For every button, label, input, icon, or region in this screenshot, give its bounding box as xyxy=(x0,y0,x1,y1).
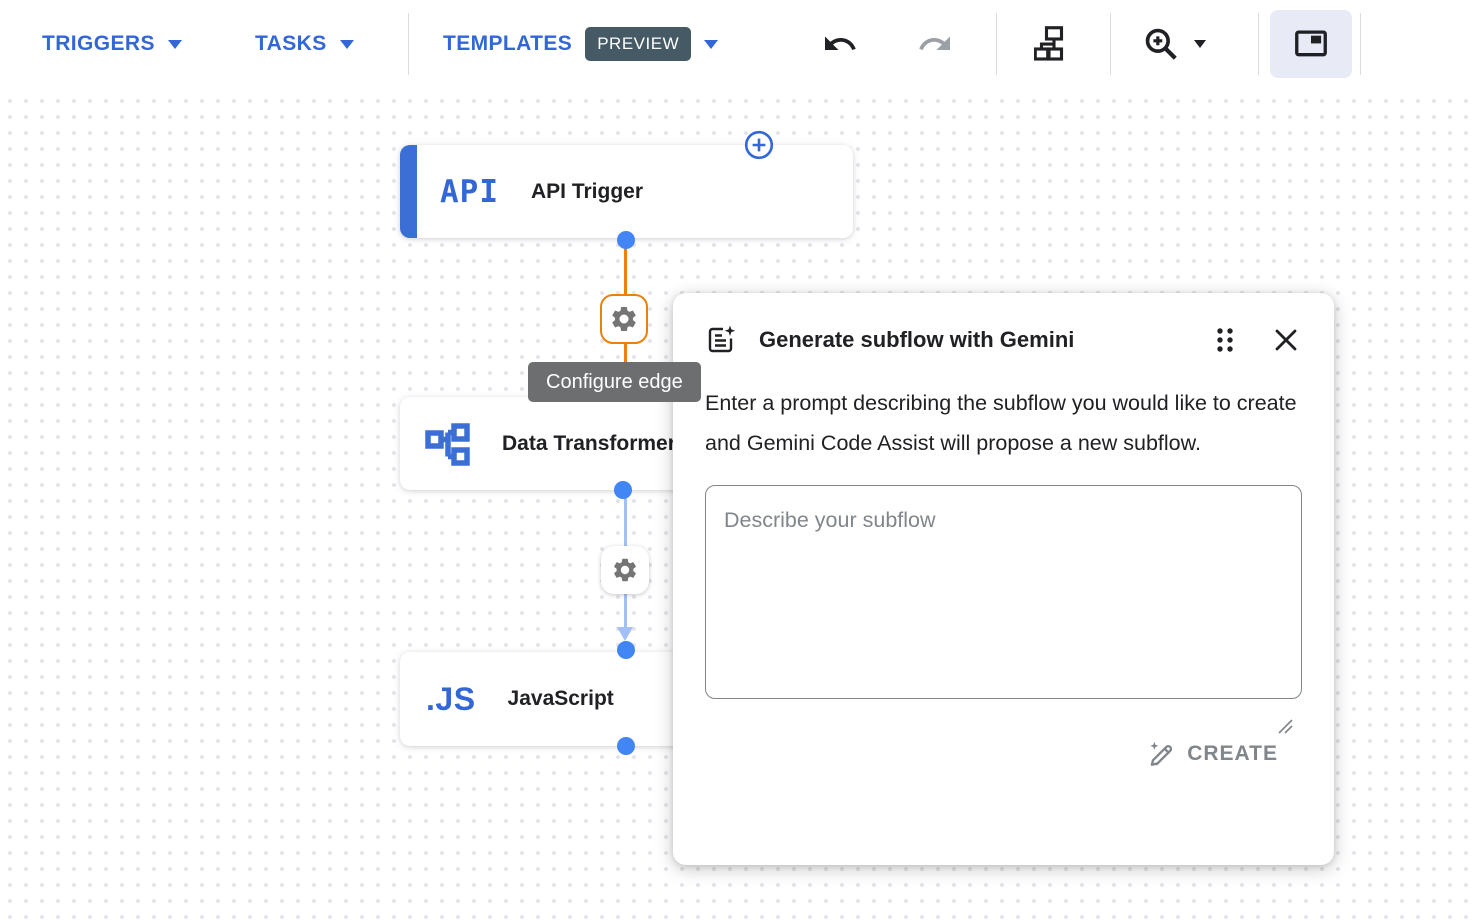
dialog-title: Generate subflow with Gemini xyxy=(759,327,1075,352)
chevron-down-icon xyxy=(1194,40,1206,48)
chevron-down-icon xyxy=(167,39,182,49)
undo-button[interactable] xyxy=(822,26,858,62)
toolbar-divider xyxy=(1110,13,1111,75)
editor-toolbar: TRIGGERS TASKS TEMPLATES PREVIEW xyxy=(0,0,1472,88)
api-trigger-icon: API xyxy=(440,173,499,210)
node-api-trigger[interactable]: API API Trigger xyxy=(400,145,853,238)
dialog-header: Generate subflow with Gemini xyxy=(705,323,1302,357)
zoom-menu-button[interactable] xyxy=(1142,25,1206,63)
redo-icon xyxy=(919,36,950,50)
add-circle-icon xyxy=(744,130,774,160)
configure-edge-button[interactable] xyxy=(601,546,649,594)
auto-layout-icon xyxy=(1034,26,1064,61)
data-transformer-icon xyxy=(425,422,470,466)
node-label: Data Transformer xyxy=(502,431,676,455)
node-label: JavaScript xyxy=(507,687,614,710)
edge-arrowhead-icon xyxy=(617,627,633,641)
triggers-menu-button[interactable]: TRIGGERS xyxy=(42,32,182,56)
auto-layout-button[interactable] xyxy=(1034,24,1074,64)
templates-label: TEMPLATES xyxy=(443,32,573,55)
gear-icon xyxy=(612,306,636,331)
add-node-button[interactable] xyxy=(744,130,774,160)
trigger-accent-bar xyxy=(400,145,417,238)
workflow-canvas[interactable]: API API Trigger Data Transformer .JS xyxy=(0,88,1472,920)
undo-icon xyxy=(825,36,856,50)
zoom-in-icon xyxy=(1145,28,1177,60)
configure-edge-tooltip: Configure edge xyxy=(528,362,701,402)
create-label: CREATE xyxy=(1187,742,1278,765)
drag-dots-icon xyxy=(1217,328,1233,352)
dialog-description: Enter a prompt describing the subflow yo… xyxy=(705,391,1297,455)
redo-button[interactable] xyxy=(917,26,953,62)
toolbar-divider xyxy=(408,13,409,75)
dialog-footer: CREATE xyxy=(705,740,1302,768)
generate-note-sparkle-icon xyxy=(708,325,736,353)
generate-subflow-dialog: Generate subflow with Gemini Enter a pro… xyxy=(673,293,1334,865)
templates-menu-button[interactable]: TEMPLATES PREVIEW xyxy=(443,27,719,61)
chevron-down-icon xyxy=(339,39,354,49)
tasks-label: TASKS xyxy=(255,32,327,55)
toolbar-divider xyxy=(996,13,997,75)
preview-badge: PREVIEW xyxy=(585,27,692,61)
node-label: API Trigger xyxy=(531,179,644,203)
close-icon xyxy=(1275,329,1297,351)
javascript-icon: .JS xyxy=(426,680,476,717)
input-port-javascript[interactable] xyxy=(617,641,635,659)
chevron-down-icon xyxy=(704,39,719,49)
output-port-javascript[interactable] xyxy=(617,737,635,755)
output-port-data-transformer[interactable] xyxy=(614,481,632,499)
magic-pen-icon xyxy=(1150,741,1173,766)
subflow-prompt-input[interactable] xyxy=(705,485,1302,699)
drag-handle[interactable] xyxy=(1212,323,1238,357)
triggers-label: TRIGGERS xyxy=(42,32,155,55)
minimap-toggle-button[interactable] xyxy=(1270,10,1352,78)
close-dialog-button[interactable] xyxy=(1270,324,1302,356)
gear-icon xyxy=(614,558,636,582)
toolbar-divider xyxy=(1360,13,1361,75)
tasks-menu-button[interactable]: TASKS xyxy=(255,32,354,56)
create-subflow-button[interactable]: CREATE xyxy=(1147,740,1278,768)
resize-grip-icon[interactable] xyxy=(1276,717,1294,735)
minimap-toggle-icon xyxy=(1295,30,1327,57)
output-port-api-trigger[interactable] xyxy=(617,231,635,249)
configure-edge-button[interactable] xyxy=(600,294,648,344)
toolbar-divider xyxy=(1258,13,1259,75)
